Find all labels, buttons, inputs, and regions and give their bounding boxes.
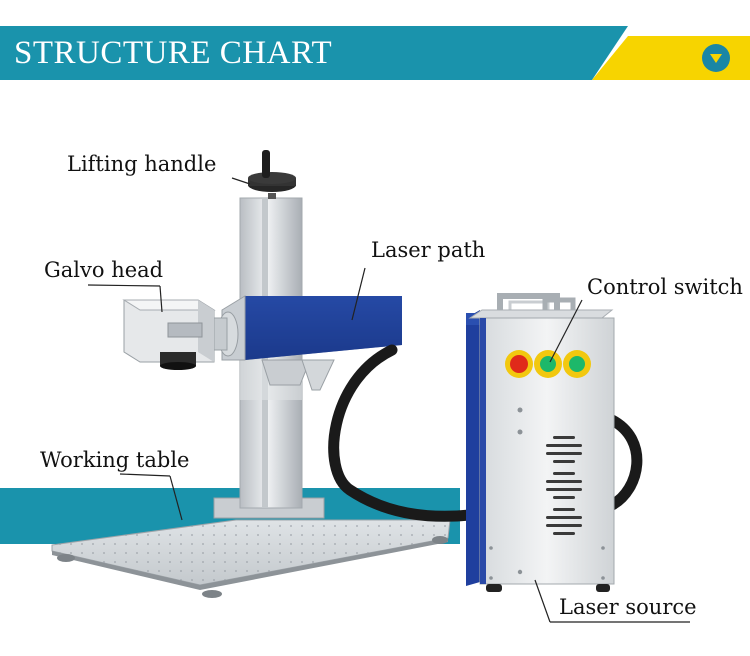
leader-working-table [119, 473, 171, 477]
control-switches [505, 350, 591, 378]
leader-working-table-tip [169, 475, 183, 521]
emergency-stop-switch [505, 350, 533, 378]
leader-laser-source [534, 579, 551, 623]
fiber-cable [328, 344, 476, 522]
label-laser-source: Laser source [559, 595, 697, 619]
page-title: STRUCTURE CHART [14, 35, 333, 71]
label-lifting-handle: Lifting handle [67, 152, 217, 176]
working-table [51, 519, 451, 598]
leader-galvo-head [87, 284, 161, 287]
header-banner: STRUCTURE CHART [0, 26, 750, 80]
leader-control-switch [549, 299, 583, 363]
laser-source-cabinet [466, 293, 615, 592]
leader-lines [87, 177, 690, 623]
lifting-handle [248, 150, 296, 199]
galvo-head [122, 299, 216, 370]
rear-cable [606, 414, 643, 511]
leader-laser-path [351, 267, 366, 321]
power-switch [563, 350, 591, 378]
label-galvo-head: Galvo head [44, 258, 164, 282]
chevron-down-icon [710, 54, 722, 63]
leader-lifting-handle [231, 177, 251, 185]
key-switch [534, 350, 562, 378]
leader-galvo-head-tip [159, 285, 163, 313]
label-control-switch: Control switch [587, 275, 743, 299]
label-laser-path: Laser path [371, 238, 486, 262]
laser-path-housing [204, 295, 402, 361]
dropdown-button[interactable] [702, 44, 730, 72]
label-working-table: Working table [40, 448, 190, 472]
